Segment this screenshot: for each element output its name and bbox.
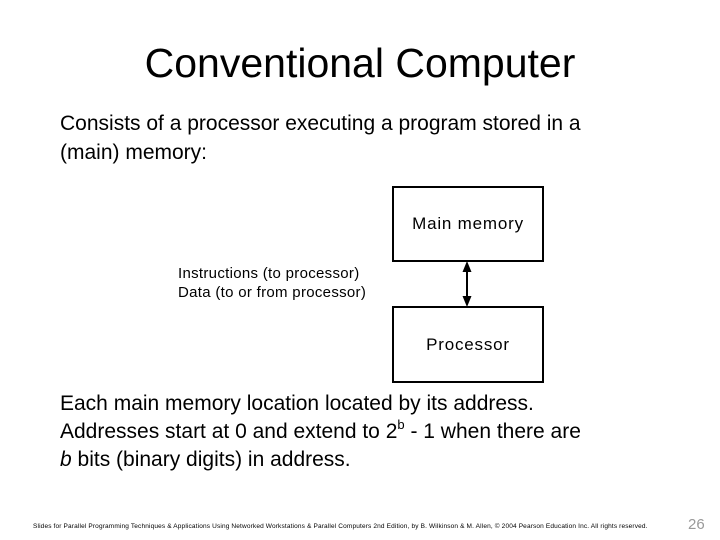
body-line-2-text: Addresses start at 0 and extend to 2: [60, 420, 398, 443]
body-line-2: Addresses start at 0 and extend to 2b - …: [60, 418, 581, 446]
page-number: 26: [688, 516, 705, 533]
processor-label: Processor: [426, 334, 510, 354]
body-paragraph: Each main memory location located by its…: [60, 390, 581, 474]
arrow-label-data: Data (to or from processor): [178, 284, 367, 301]
intro-line-2: (main) memory:: [60, 141, 208, 164]
intro-paragraph: Consists of a processor executing a prog…: [60, 109, 581, 167]
arrow-labels: Instructions (to processor) Data (to or …: [178, 264, 366, 302]
slide-title: Conventional Computer: [144, 40, 576, 86]
main-memory-box: Main memory: [392, 186, 544, 262]
superscript-b: b: [397, 416, 405, 432]
bidirectional-arrow-icon: [462, 261, 472, 307]
main-memory-label: Main memory: [412, 214, 524, 233]
footer-credit: Slides for Parallel Programming Techniqu…: [33, 523, 648, 530]
italic-b: b: [60, 448, 72, 471]
intro-line-1: Consists of a processor executing a prog…: [60, 112, 581, 135]
body-line-1: Each main memory location located by its…: [60, 392, 534, 415]
body-line-2-tail: - 1 when there are: [404, 420, 581, 443]
body-line-3-tail: bits (binary digits) in address.: [71, 448, 351, 471]
body-line-3: b bits (binary digits) in address.: [60, 446, 581, 474]
arrow-label-instructions: Instructions (to processor): [178, 265, 360, 282]
processor-box: Processor: [392, 306, 544, 383]
